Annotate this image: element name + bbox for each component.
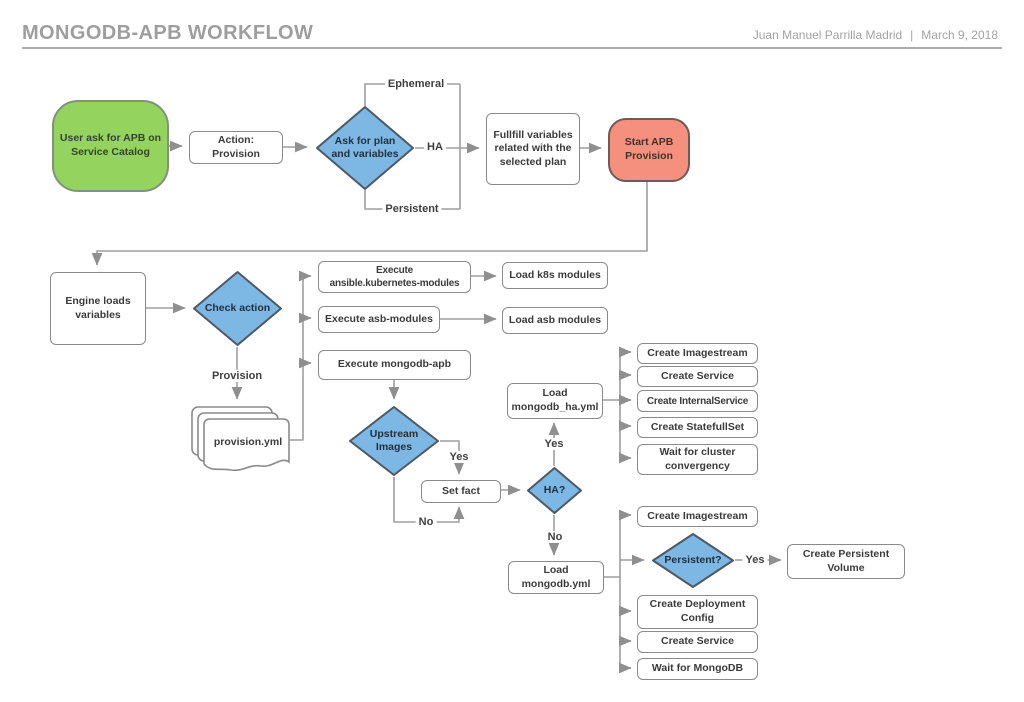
- edge-label-ephemeral: Ephemeral: [384, 78, 448, 90]
- byline-separator: |: [910, 28, 914, 42]
- decision-upstream-label: Upstream Images: [369, 427, 419, 453]
- node-create-imagestream: Create Imagestream: [637, 506, 758, 527]
- edge-label-ha-no: No: [544, 531, 566, 543]
- node-ha-create-statefullset: Create StatefullSet: [637, 417, 758, 438]
- header-divider: [22, 47, 1002, 49]
- edge-label-persistent-yes: Yes: [742, 554, 768, 566]
- diamond-shape: [527, 467, 582, 514]
- node-load-asb-modules: Load asb modules: [502, 307, 608, 334]
- node-load-k8s-modules: Load k8s modules: [502, 262, 608, 289]
- provision-yml-label: provision.yml: [213, 436, 283, 448]
- node-fullfill-variables: Fullfill variables related with the sele…: [486, 113, 580, 185]
- header-byline: Juan Manuel Parrilla Madrid | March 9, 201…: [749, 28, 1002, 42]
- edge-label-persistent: Persistent: [382, 203, 442, 215]
- decision-persistent: Persistent?: [651, 532, 735, 589]
- node-set-fact: Set fact: [421, 480, 501, 503]
- decision-ask-plan-label: Ask for plan and variables: [331, 134, 399, 160]
- diamond-shape: [349, 406, 439, 476]
- node-execute-asb-modules: Execute asb-modules: [318, 306, 440, 333]
- diamond-shape: [652, 533, 734, 588]
- node-action-provision: Action: Provision: [189, 131, 283, 164]
- decision-persistent-label: Persistent?: [664, 553, 722, 566]
- node-ha-create-service: Create Service: [637, 366, 758, 387]
- node-create-persistent-volume: Create Persistent Volume: [787, 544, 905, 579]
- node-engine-loads-variables: Engine loads variables: [50, 272, 146, 345]
- node-create-service: Create Service: [637, 631, 758, 653]
- node-provision-yml-document: provision.yml: [191, 404, 291, 472]
- decision-ha: HA?: [526, 466, 583, 515]
- node-start-apb-provision: Start APB Provision: [608, 118, 690, 182]
- node-ha-wait-cluster-convergency: Wait for cluster convergency: [637, 444, 758, 475]
- date-text: March 9, 2018: [921, 28, 998, 42]
- diamond-shape: [193, 271, 282, 346]
- page-title: MONGODB-APB WORKFLOW: [22, 22, 314, 44]
- node-create-deployment-config: Create Deployment Config: [637, 595, 758, 629]
- edge-label-upstream-no: No: [415, 516, 437, 528]
- node-wait-for-mongodb: Wait for MongoDB: [637, 658, 758, 680]
- decision-check-action-label: Check action: [204, 301, 271, 314]
- author-name: Juan Manuel Parrilla Madrid: [752, 28, 903, 42]
- decision-upstream-images: Upstream Images: [348, 405, 440, 477]
- node-execute-mongodb-apb: Execute mongodb-apb: [318, 350, 471, 380]
- decision-ha-label: HA?: [543, 483, 566, 496]
- diamond-shape: [316, 106, 414, 190]
- node-execute-kubernetes-modules: Execute ansible.kubernetes-modules: [318, 261, 471, 293]
- node-user-ask-apb: User ask for APB on Service Catalog: [52, 100, 169, 192]
- node-load-mongodb-ha-yml: Load mongodb_ha.yml: [507, 383, 603, 419]
- edge-label-upstream-yes: Yes: [446, 451, 472, 463]
- edge-label-ha-yes: Yes: [541, 438, 567, 450]
- edge-label-ha: HA: [424, 141, 446, 153]
- node-load-mongodb-yml: Load mongodb.yml: [508, 561, 604, 594]
- decision-ask-plan: Ask for plan and variables: [315, 105, 415, 191]
- edge-label-provision: Provision: [208, 370, 266, 382]
- document-stack-shape: [191, 406, 290, 472]
- node-ha-create-imagestream: Create Imagestream: [637, 343, 758, 364]
- node-ha-create-internalservice: Create InternalService: [637, 390, 758, 412]
- decision-check-action: Check action: [192, 270, 283, 347]
